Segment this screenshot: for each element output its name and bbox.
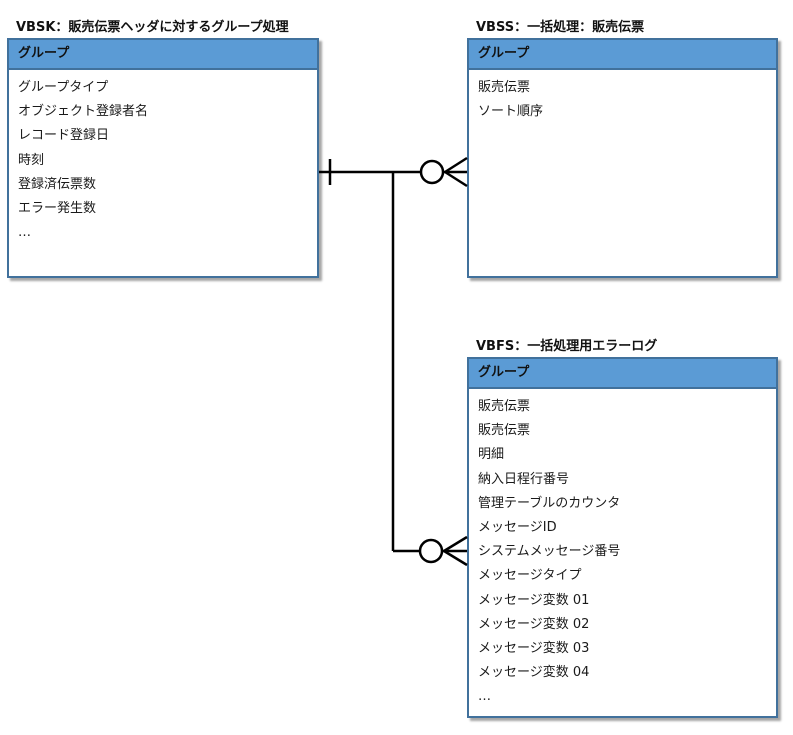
vbss-attribute-list: 販売伝票 ソート順序 [469,70,776,124]
vbfs-attribute-list: 販売伝票 販売伝票 明細 納入日程行番号 管理テーブルのカウンタ メッセージID… [469,389,776,709]
vbfs-entity-title: VBFS：一括処理用エラーログ [476,339,658,354]
vbss-attribute: 販売伝票 [478,80,531,95]
vbsk-entity[interactable]: グループ グループタイプ オブジェクト登録者名 レコード登録日 時刻 登録済伝票… [7,38,319,278]
crows-foot-vbss [444,170,468,188]
vbsk-entity-title: VBSK：販売伝票ヘッダに対するグループ処理 [16,20,289,35]
vbfs-attribute: メッセージ変数 01 [478,592,590,608]
crows-foot-vbss [444,156,468,174]
vbsk-attribute: オブジェクト登録者名 [18,104,149,120]
vbsk-entity-header: グループ [9,40,317,70]
vbss-entity-header: グループ [469,40,776,70]
vbss-entity-title: VBSS：一括処理：販売伝票 [476,20,645,35]
zero-cardinality-circle-vbfs [418,538,444,564]
vbsk-attribute: 登録済伝票数 [18,176,97,192]
vbfs-attribute: システムメッセージ番号 [478,544,621,560]
vbsk-attribute: グループタイプ [18,80,109,95]
crows-foot-vbfs [443,535,468,553]
vbsk-attribute: 時刻 [18,152,45,168]
crows-foot-vbfs [443,549,468,567]
vbss-entity[interactable]: グループ 販売伝票 ソート順序 [467,38,778,278]
vbsk-attribute: エラー発生数 [18,200,97,216]
vbfs-entity[interactable]: グループ 販売伝票 販売伝票 明細 納入日程行番号 管理テーブルのカウンタ メッ… [467,357,778,718]
vbfs-attribute: メッセージID [478,519,557,535]
vbfs-attribute: 納入日程行番号 [478,471,570,487]
vbsk-attribute: レコード登録日 [18,128,110,144]
vbsk-attribute-list: グループタイプ オブジェクト登録者名 レコード登録日 時刻 登録済伝票数 エラー… [9,70,317,245]
vbfs-attribute: メッセージ変数 04 [478,665,590,681]
vbfs-attribute: 販売伝票 [478,399,531,414]
vbsk-ellipsis: … [18,225,31,241]
zero-cardinality-circle-vbss [419,159,445,185]
vbfs-attribute: メッセージ変数 02 [478,616,590,632]
vbfs-attribute: 明細 [478,447,505,463]
vbfs-attribute: 管理テーブルのカウンタ [478,495,621,511]
vbfs-attribute: 販売伝票 [478,423,531,439]
vbss-attribute: ソート順序 [478,104,544,120]
vbfs-attribute: メッセージタイプ [478,568,582,584]
vbfs-entity-header: グループ [469,359,776,389]
vbfs-attribute: メッセージ変数 03 [478,640,590,656]
vbfs-ellipsis: … [478,689,491,705]
